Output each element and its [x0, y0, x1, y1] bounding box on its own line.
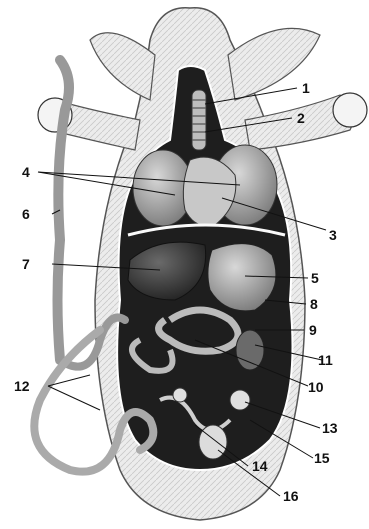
label-4: 4: [22, 164, 30, 180]
label-13: 13: [322, 420, 338, 436]
label-16: 16: [283, 488, 299, 504]
label-1: 1: [302, 80, 310, 96]
label-14: 14: [252, 458, 268, 474]
trachea: [192, 90, 206, 150]
label-7: 7: [22, 256, 30, 272]
label-15: 15: [314, 450, 330, 466]
label-11: 11: [318, 352, 333, 368]
label-2: 2: [297, 110, 305, 126]
label-8: 8: [310, 296, 318, 312]
label-12: 12: [14, 378, 30, 394]
stomach: [208, 244, 276, 311]
label-10: 10: [308, 379, 324, 395]
kidney: [236, 330, 264, 370]
label-9: 9: [309, 322, 317, 338]
label-6: 6: [22, 206, 30, 222]
label-5: 5: [311, 270, 319, 286]
label-3: 3: [329, 227, 337, 243]
